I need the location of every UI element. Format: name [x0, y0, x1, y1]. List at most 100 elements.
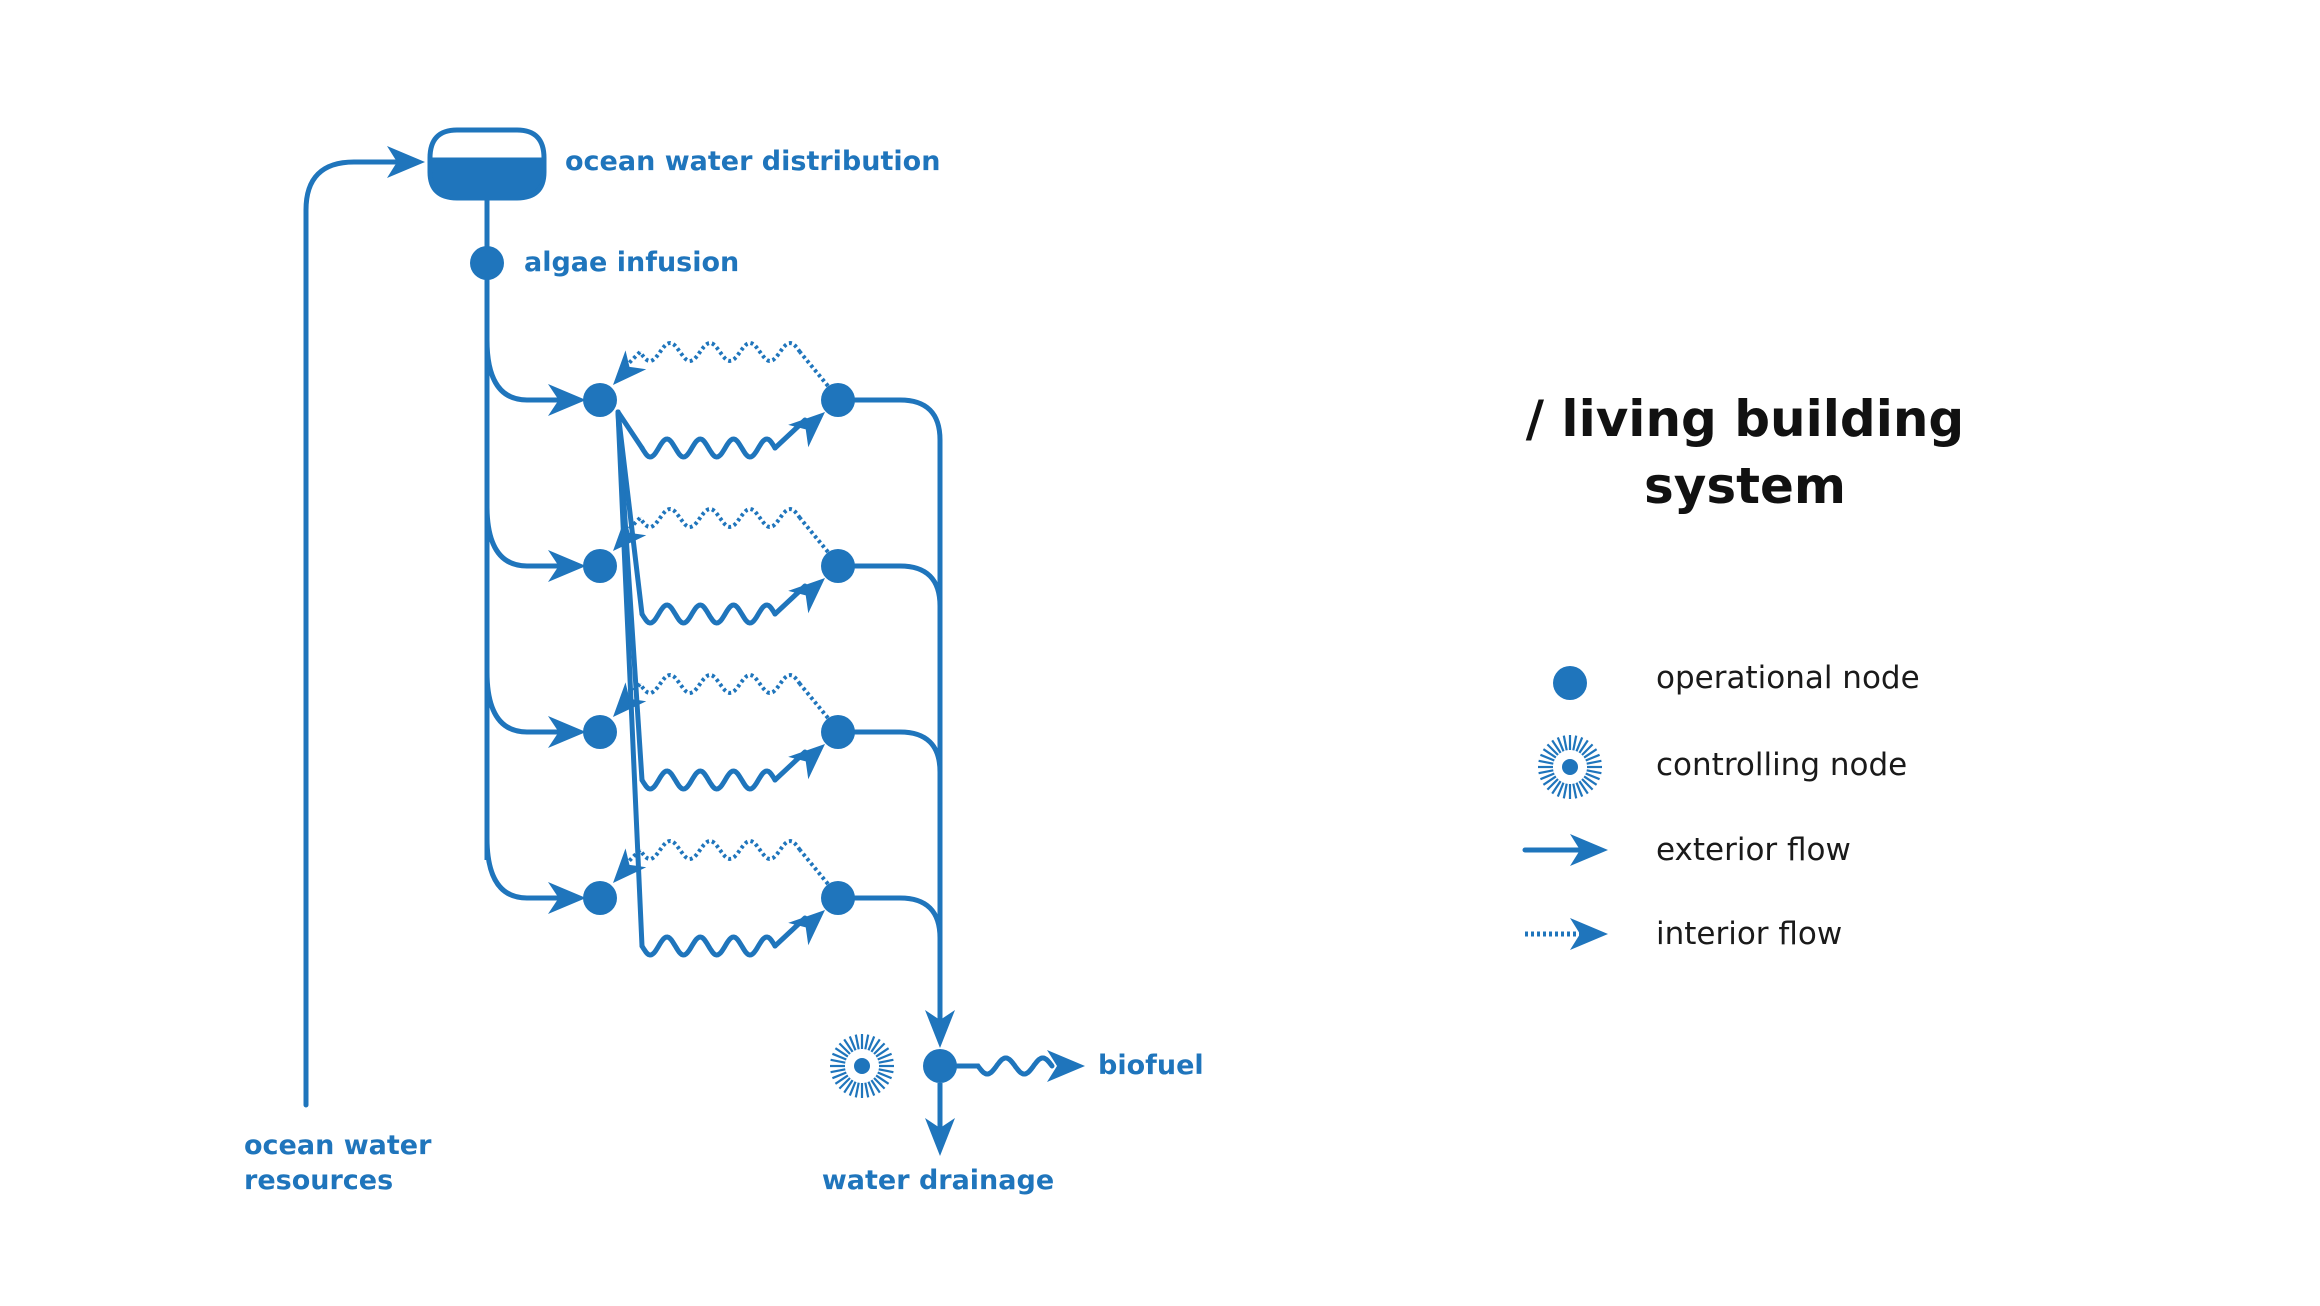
controlling-node-ray — [877, 1052, 893, 1061]
controlling-node-ray — [834, 1047, 849, 1058]
controlling-node-ray — [1546, 778, 1559, 791]
controlling-node-ray — [1585, 753, 1601, 762]
controlling-node-ray — [838, 1042, 851, 1055]
interior-flow-wave — [638, 838, 802, 862]
controlling-node-ray — [1572, 783, 1578, 799]
inlet-operational-node — [583, 383, 617, 417]
legend-exterior-flow-label: exterior flow — [1656, 832, 1851, 868]
controlling-node-ray — [848, 1035, 857, 1051]
module-1 — [484, 337, 943, 473]
outlet-operational-node — [821, 549, 855, 583]
controlling-node-ray — [1562, 783, 1568, 799]
supply-arrowhead — [387, 146, 425, 178]
biofuel-flow-line — [954, 1055, 1055, 1077]
feed-branch — [484, 669, 563, 735]
controlling-node-center — [1562, 759, 1578, 775]
controlling-node-ray — [867, 1081, 876, 1097]
drainage-arrowhead — [925, 1118, 955, 1156]
output-controlling-node-icon — [830, 1034, 894, 1098]
controlling-node-ray — [1586, 769, 1602, 775]
controlling-node-ray — [867, 1035, 876, 1051]
interior-flow-start — [798, 848, 830, 886]
controlling-node-ray — [1578, 780, 1589, 795]
exterior-flow-wave — [639, 602, 778, 626]
diagram-title-line1: / living building — [1526, 390, 1964, 448]
ocean-water-distribution-tank — [427, 127, 547, 201]
legend-operational-node-label: operational node — [1656, 660, 1920, 696]
controlling-node-ray — [1586, 759, 1602, 765]
controlling-node-ray — [864, 1034, 870, 1050]
interior-flow-wave — [638, 672, 802, 696]
legend-controlling-node-label: controlling node — [1656, 747, 1907, 783]
controlling-node-ray — [1551, 780, 1562, 795]
biofuel-label: biofuel — [1098, 1050, 1204, 1081]
interior-flow-wave — [638, 506, 802, 530]
controlling-node-ray — [870, 1079, 881, 1094]
outflow-branch — [835, 895, 943, 941]
feed-branch — [484, 337, 563, 403]
controlling-node-ray — [870, 1038, 881, 1053]
feed-arrowhead — [548, 550, 586, 582]
controlling-node-ray — [1578, 739, 1589, 754]
feed-arrowhead — [548, 384, 586, 416]
exterior-flow-start — [615, 409, 645, 949]
outflow-branch — [835, 729, 943, 805]
controlling-node-ray — [830, 1068, 846, 1074]
algae-infusion-node — [470, 246, 504, 280]
exterior-flow-start — [615, 409, 645, 451]
exterior-flow-arrowhead — [788, 412, 825, 448]
controlling-node-ray — [1583, 748, 1598, 759]
interior-flow-end — [626, 516, 642, 532]
interior-flow-arrowhead — [613, 848, 647, 883]
outflow-branch — [835, 397, 943, 473]
inlet-operational-node — [583, 549, 617, 583]
controlling-node-ray — [1575, 736, 1584, 752]
controlling-node-ray — [834, 1074, 849, 1085]
controlling-node-ray — [1583, 775, 1598, 786]
algae-infusion-label: algae infusion — [524, 247, 739, 278]
interior-flow-start — [798, 516, 830, 554]
interior-flow-start — [798, 350, 830, 388]
controlling-node-ray — [1539, 772, 1555, 781]
feed-arrowhead — [548, 716, 586, 748]
interior-flow-end — [626, 350, 642, 366]
diagram-title-line2: system — [1644, 457, 1846, 515]
legend: operational node controlling node exteri… — [1522, 660, 1920, 952]
ocean-water-supply-line — [303, 159, 398, 1108]
controlling-node-ray — [877, 1071, 893, 1080]
controlling-node-ray — [854, 1082, 860, 1098]
outlet-operational-node — [821, 881, 855, 915]
interior-flow-arrowhead — [613, 516, 647, 551]
controlling-node-ray — [831, 1052, 847, 1061]
water-drainage-label: water drainage — [822, 1165, 1054, 1196]
controlling-node-ray — [1542, 748, 1557, 759]
outlet-operational-node — [821, 715, 855, 749]
outflow-branch — [835, 563, 943, 639]
feed-arrowhead — [548, 882, 586, 914]
controlling-node-ray — [1538, 759, 1554, 765]
exterior-flow-arrowhead — [788, 578, 825, 614]
inlet-operational-node — [583, 715, 617, 749]
controlling-node-ray — [1542, 775, 1557, 786]
interior-flow-arrowhead — [613, 350, 647, 385]
exterior-flow-wave — [639, 934, 778, 958]
cultivation-modules — [484, 337, 943, 958]
controlling-node-ray — [875, 1074, 890, 1085]
legend-controlling-node-icon — [1538, 735, 1602, 799]
controlling-node-ray — [848, 1081, 857, 1097]
controlling-node-ray — [838, 1077, 851, 1090]
controlling-node-ray — [1551, 739, 1562, 754]
controlling-node-ray — [878, 1058, 894, 1064]
ocean-water-distribution-label: ocean water distribution — [565, 146, 940, 177]
controlling-node-ray — [1581, 778, 1594, 791]
controlling-node-ray — [1572, 735, 1578, 751]
controlling-node-ray — [1538, 769, 1554, 775]
exterior-flow-wave — [639, 768, 778, 792]
legend-interior-flow-icon — [1525, 918, 1608, 950]
controlling-node-ray — [873, 1077, 886, 1090]
output-operational-node — [923, 1049, 957, 1083]
feed-branch — [484, 835, 563, 901]
module-2 — [484, 409, 943, 639]
controlling-node-ray — [830, 1058, 846, 1064]
